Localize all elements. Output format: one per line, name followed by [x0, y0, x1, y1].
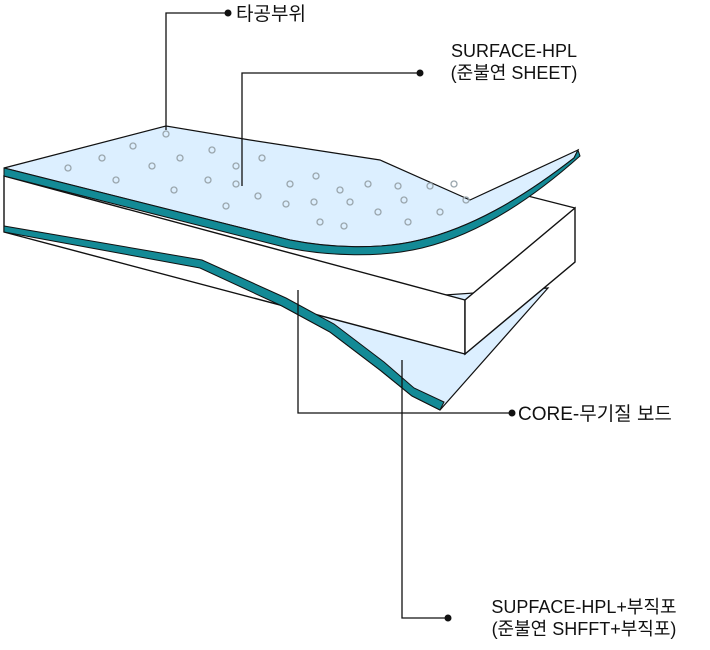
leader-bottom	[401, 360, 448, 619]
leader-lines	[165, 12, 512, 619]
leader-perforation	[165, 12, 228, 130]
hole	[129, 142, 137, 150]
hole	[162, 130, 170, 138]
label-surface-line1: SURFACE-HPL	[450, 41, 578, 61]
leader-dot	[508, 409, 516, 417]
hole	[208, 146, 216, 154]
leader-dots	[224, 9, 516, 622]
hole	[148, 162, 156, 170]
hole	[170, 186, 178, 194]
hole	[436, 208, 444, 216]
hole	[232, 180, 240, 188]
label-core: CORE-무기질 보드	[518, 404, 672, 425]
hole	[336, 186, 344, 194]
hole	[316, 218, 324, 226]
perforation-holes	[64, 130, 470, 230]
label-surface: SURFACE-HPL (준불연 SHEET)	[404, 40, 624, 84]
hole	[254, 192, 262, 200]
hole	[462, 196, 470, 204]
hole	[204, 176, 212, 184]
hole	[112, 176, 120, 184]
hole	[310, 198, 318, 206]
hole	[364, 180, 372, 188]
hole	[374, 208, 382, 216]
hole	[404, 218, 412, 226]
hole	[98, 154, 106, 162]
label-bottom-line1: SUPFACE-HPL+부직포	[491, 597, 677, 617]
label-surface-line2: (준불연 SHEET)	[450, 63, 578, 83]
label-bottom-line2: (준불연 SHFFT+부직포)	[491, 619, 677, 639]
leader-surface	[241, 72, 420, 186]
hole	[64, 164, 72, 172]
hole	[286, 180, 294, 188]
hole	[340, 222, 348, 230]
hole	[232, 162, 240, 170]
hole	[282, 200, 290, 208]
leader-dot	[224, 9, 232, 17]
leader-core	[297, 290, 512, 414]
core-board-side	[464, 206, 576, 356]
leader-dot	[444, 614, 452, 622]
hole	[222, 202, 230, 210]
label-bottom-sheet: SUPFACE-HPL+부직포 (준불연 SHFFT+부직포)	[458, 596, 710, 640]
hole	[346, 198, 354, 206]
hole	[312, 172, 320, 180]
leader-dot	[416, 69, 424, 77]
hole	[258, 154, 266, 162]
top-sheet-edge	[3, 148, 581, 256]
hole	[426, 182, 434, 190]
label-perforation: 타공부위	[236, 4, 306, 25]
hole	[450, 180, 458, 188]
hole	[394, 182, 402, 190]
hole	[176, 154, 184, 162]
hole	[400, 196, 408, 204]
